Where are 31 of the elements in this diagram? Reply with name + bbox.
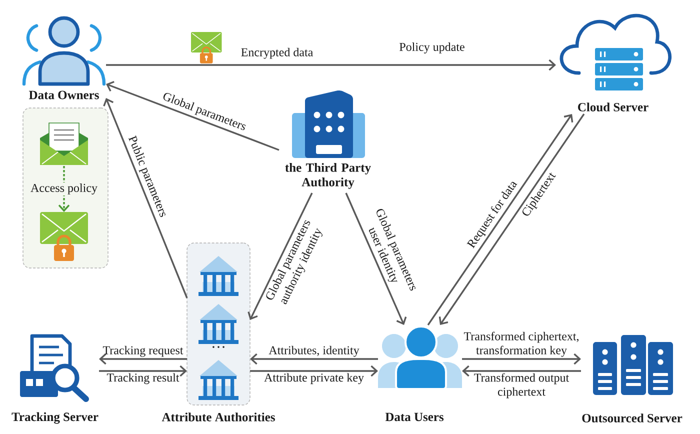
node-label: Outsourced Server [582, 414, 682, 422]
arrow [345, 192, 407, 325]
envelope-icon [40, 122, 88, 165]
node-label: Tracking Server [12, 412, 98, 424]
node-label: Data Owners [28, 90, 99, 100]
edge-label: Access policy [30, 182, 98, 196]
arrow [462, 353, 581, 365]
locked-envelope-icon [40, 212, 88, 261]
arrow [58, 166, 70, 212]
edge-label: Encrypted data [241, 48, 313, 59]
arrow [106, 80, 280, 151]
edge-label: Tracking request [102, 346, 184, 357]
ellipsis: … [212, 346, 224, 348]
node-label: Data Users [385, 412, 444, 422]
arrow [248, 192, 313, 320]
edge-label: Transformed output ciphertext [474, 373, 570, 398]
edge-label: Attribute private key [264, 373, 364, 384]
label: Policy update [400, 42, 464, 54]
arrow [250, 353, 378, 365]
node-label: Cloud Server [578, 102, 648, 112]
arrow [462, 365, 581, 377]
node-label: Attribute Authorities [162, 412, 275, 422]
arrow [103, 98, 188, 298]
arrow [106, 59, 556, 71]
arrow [250, 365, 378, 377]
edge-label: Attributes, identity [268, 346, 360, 357]
arrow [99, 365, 187, 377]
edge-label: Transformed ciphertext, transformation key [464, 332, 579, 357]
arrow [99, 353, 187, 365]
node-label: the Third Party Authority [285, 163, 371, 189]
edge-label: Tracking result [106, 373, 180, 384]
